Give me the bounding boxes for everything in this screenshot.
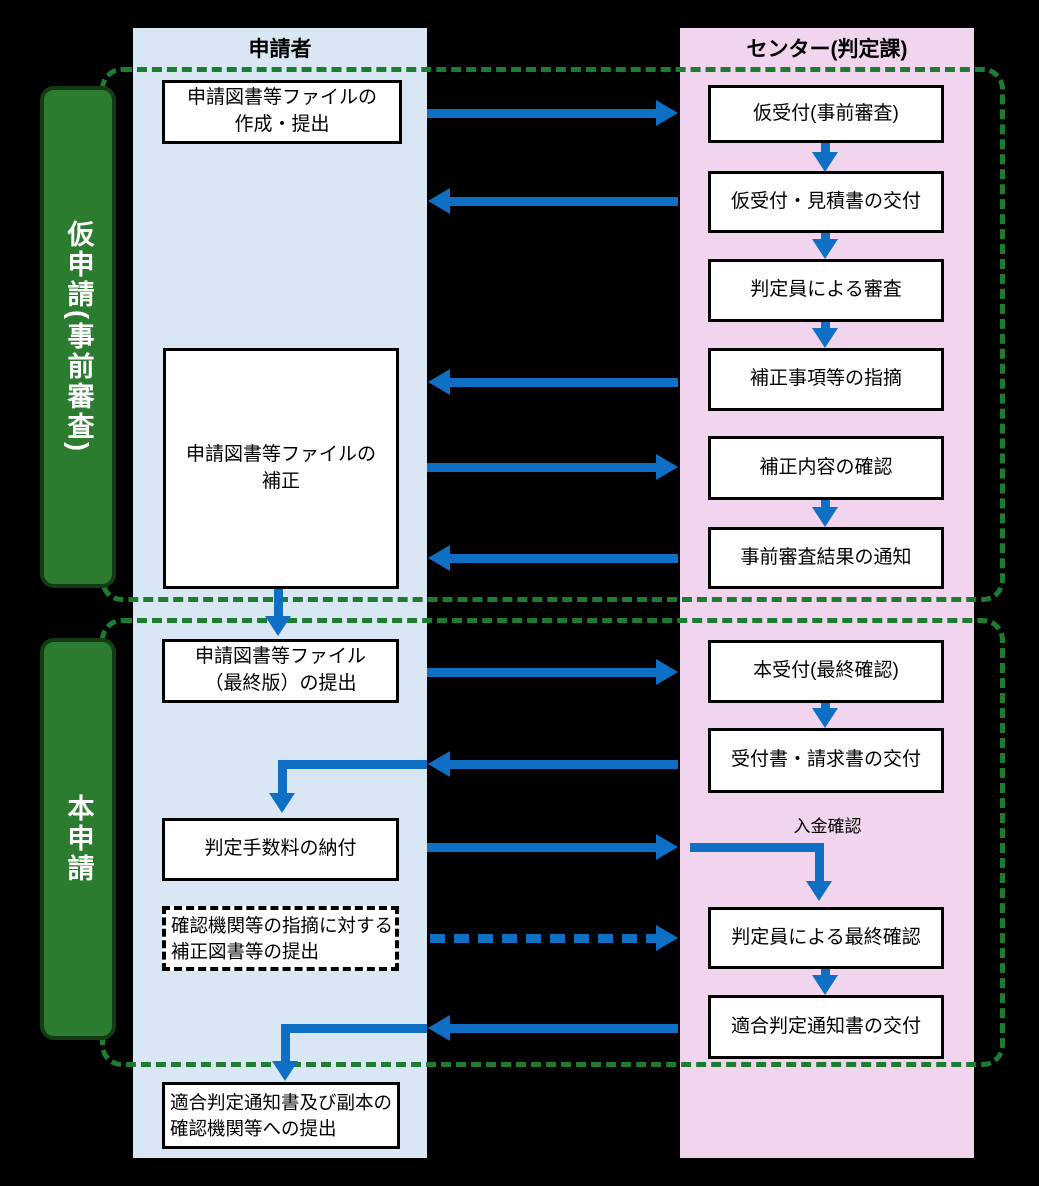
- phase-main-application-label: 本申請: [63, 794, 94, 884]
- arrow-invoice-to-applicant-shaft: [450, 760, 678, 769]
- box-main-reception: 本受付(最終確認): [708, 640, 944, 703]
- box-estimate-issue-line1: 仮受付・見積書の交付: [730, 190, 921, 212]
- box-notice-submit: 適合判定通知書及び副本の 確認機関等への提出: [162, 1082, 400, 1149]
- arrow-final-check-to-notice-shaft: [821, 968, 830, 976]
- box-final-submit: 申請図書等ファイル （最終版）の提出: [162, 639, 399, 703]
- arrow-final-submit-to-reception-head: [656, 659, 678, 685]
- arrow-reception-to-estimate-shaft: [821, 142, 830, 153]
- box-fee-payment-line1: 判定手数料の納付: [204, 838, 357, 860]
- phase-pre-application-label: 仮申請(事前審査): [63, 220, 94, 454]
- box-correction-line1: 申請図書等ファイルの: [185, 443, 376, 465]
- box-final-check-line1: 判定員による最終確認: [731, 926, 921, 948]
- arrow-final-check-to-notice-head: [812, 975, 838, 995]
- box-notice-submit-line2: 確認機関等への提出: [170, 1117, 337, 1139]
- arrow-reception-to-invoice-head: [812, 708, 838, 728]
- arrow-elbow-payment-horizontal: [690, 843, 824, 852]
- box-correction-check: 補正内容の確認: [708, 436, 944, 500]
- box-pre-result-notice: 事前審査結果の通知: [708, 527, 944, 589]
- arrow-notice-to-applicant-head: [428, 1015, 450, 1041]
- arrow-elbow-notice-head: [272, 1061, 298, 1081]
- arrow-notice-to-applicant-shaft: [450, 1024, 678, 1033]
- center-column-title: センター(判定課): [746, 38, 908, 61]
- box-correction-docs-line2: 補正図書等の提出: [171, 940, 320, 962]
- box-examiner-review-line1: 判定員による審査: [750, 279, 902, 301]
- arrow-points-to-correction-head: [428, 369, 450, 395]
- arrow-create-to-reception-shaft: [427, 109, 658, 118]
- arrow-points-to-correction-shaft: [450, 378, 678, 387]
- box-correction: 申請図書等ファイルの 補正: [163, 348, 399, 589]
- box-correction-check-line1: 補正内容の確認: [759, 456, 893, 478]
- box-final-check: 判定員による最終確認: [708, 907, 944, 969]
- arrow-correction-docs-to-final-check-head: [656, 925, 678, 951]
- arrow-check-to-result-shaft: [821, 499, 830, 508]
- box-temp-reception-line1: 仮受付(事前審査): [753, 102, 899, 124]
- box-create-submit-line2: 作成・提出: [234, 114, 330, 135]
- box-notice-submit-line1: 適合判定通知書及び副本の: [170, 1091, 393, 1113]
- arrow-review-to-points-shaft: [821, 321, 830, 329]
- arrow-elbow-notice-horizontal: [281, 1024, 427, 1033]
- box-pre-result-notice-line1: 事前審査結果の通知: [740, 546, 912, 568]
- arrow-estimate-to-applicant-shaft: [450, 197, 678, 206]
- box-correction-docs: 確認機関等の指摘に対する 補正図書等の提出: [162, 906, 399, 971]
- phase-main-application-bar: 本申請: [40, 638, 116, 1040]
- arrow-create-to-reception-head: [656, 100, 678, 126]
- arrow-elbow-fee-head: [269, 793, 295, 813]
- arrow-check-to-result-head: [812, 507, 838, 527]
- arrow-elbow-notice-vertical: [281, 1024, 290, 1064]
- arrow-result-to-applicant-shaft: [450, 554, 678, 563]
- arrow-phase-transition-head: [265, 616, 291, 636]
- box-invoice-issue: 受付書・請求書の交付: [708, 728, 944, 793]
- arrow-elbow-payment-vertical: [815, 843, 824, 883]
- box-invoice-issue-line1: 受付書・請求書の交付: [730, 749, 921, 771]
- applicant-column-title: 申請者: [248, 38, 312, 61]
- arrow-elbow-fee-vertical: [278, 760, 287, 795]
- payment-confirm-label: 入金確認: [793, 817, 862, 836]
- box-create-submit: 申請図書等ファイルの 作成・提出: [162, 80, 402, 144]
- box-final-submit-line2: （最終版）の提出: [204, 673, 357, 694]
- box-correction-points: 補正事項等の指摘: [708, 348, 944, 411]
- arrow-result-to-applicant-head: [428, 545, 450, 571]
- arrow-fee-to-center-shaft: [427, 843, 658, 852]
- box-notice-issue-line1: 適合判定通知書の交付: [730, 1015, 921, 1037]
- phase-pre-application-bar: 仮申請(事前審査): [40, 86, 116, 588]
- arrow-correction-docs-to-final-check-shaft: [430, 934, 656, 943]
- box-examiner-review: 判定員による審査: [708, 259, 944, 322]
- arrow-estimate-to-review-head: [812, 239, 838, 259]
- box-notice-issue: 適合判定通知書の交付: [708, 995, 944, 1059]
- box-create-submit-line1: 申請図書等ファイルの: [186, 87, 377, 109]
- box-temp-reception: 仮受付(事前審査): [708, 85, 944, 143]
- box-fee-payment: 判定手数料の納付: [162, 818, 399, 881]
- arrow-review-to-points-head: [812, 328, 838, 348]
- arrow-final-submit-to-reception-shaft: [427, 668, 658, 677]
- box-estimate-issue: 仮受付・見積書の交付: [708, 171, 944, 233]
- arrow-elbow-payment-head: [806, 881, 832, 901]
- arrow-reception-to-estimate-head: [812, 152, 838, 172]
- box-correction-line2: 補正: [261, 470, 300, 492]
- arrow-elbow-fee-horizontal: [278, 760, 427, 769]
- arrow-estimate-to-applicant-head: [428, 188, 450, 214]
- arrow-correction-to-check-shaft: [427, 463, 658, 472]
- box-final-submit-line1: 申請図書等ファイル: [194, 646, 366, 668]
- box-main-reception-line1: 本受付(最終確認): [753, 660, 899, 682]
- arrow-estimate-to-review-shaft: [821, 232, 830, 240]
- box-correction-docs-line1: 確認機関等の指摘に対する: [171, 914, 394, 936]
- arrow-reception-to-invoice-shaft: [821, 702, 830, 709]
- arrow-fee-to-center-head: [656, 834, 678, 860]
- arrow-correction-to-check-head: [656, 454, 678, 480]
- arrow-invoice-to-applicant-head: [428, 751, 450, 777]
- box-correction-points-line1: 補正事項等の指摘: [749, 368, 902, 390]
- arrow-phase-transition-shaft: [274, 589, 283, 617]
